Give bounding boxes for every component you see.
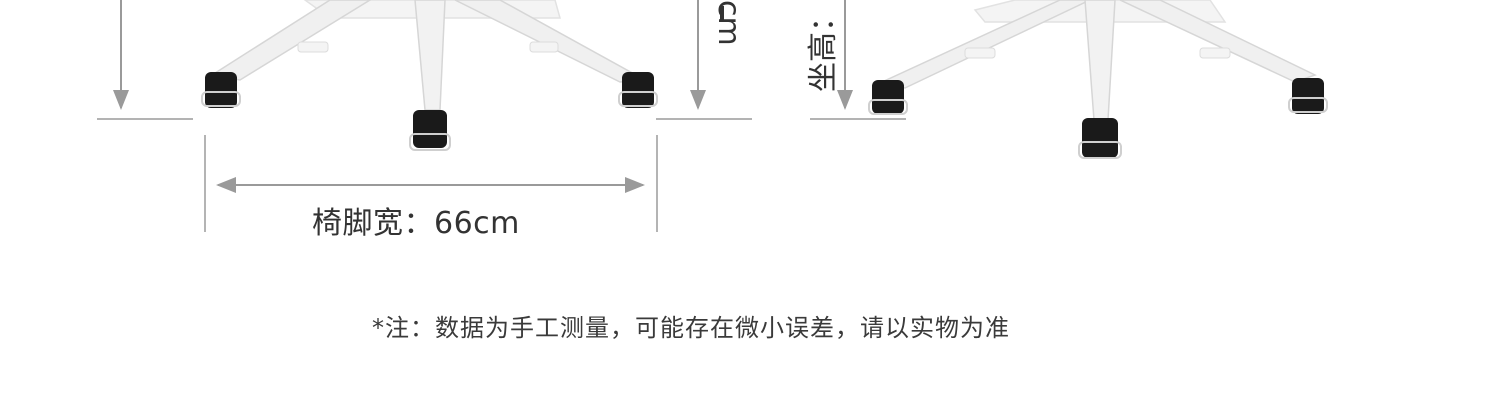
seat-height-dimension xyxy=(810,0,906,120)
caster xyxy=(1078,118,1122,159)
seat-height-label: 坐高： xyxy=(806,2,841,92)
chair-height-unit-label: cm xyxy=(711,0,746,46)
measurement-disclaimer-note: *注：数据为手工测量，可能存在微小误差，请以实物为准 xyxy=(372,314,1010,342)
base-width-dimension xyxy=(204,135,658,232)
chair-leg-back xyxy=(297,41,329,53)
chair-height-dimension xyxy=(656,0,752,120)
caster xyxy=(409,110,451,151)
caster xyxy=(618,72,658,108)
caster xyxy=(201,72,241,108)
chair-leg xyxy=(1084,0,1116,121)
right-chair-base xyxy=(868,0,1328,159)
chair-leg xyxy=(1119,0,1317,83)
chair-leg-back xyxy=(529,41,559,53)
caster xyxy=(868,80,908,115)
chair-leg-back xyxy=(964,47,996,59)
base-width-label: 椅脚宽：66cm xyxy=(312,206,520,241)
caster xyxy=(1288,78,1328,114)
left-height-dimension xyxy=(97,0,193,120)
chair-leg xyxy=(209,0,372,81)
left-chair-base xyxy=(201,0,658,151)
chair-leg xyxy=(414,0,446,111)
chair-leg-back xyxy=(1199,47,1231,59)
